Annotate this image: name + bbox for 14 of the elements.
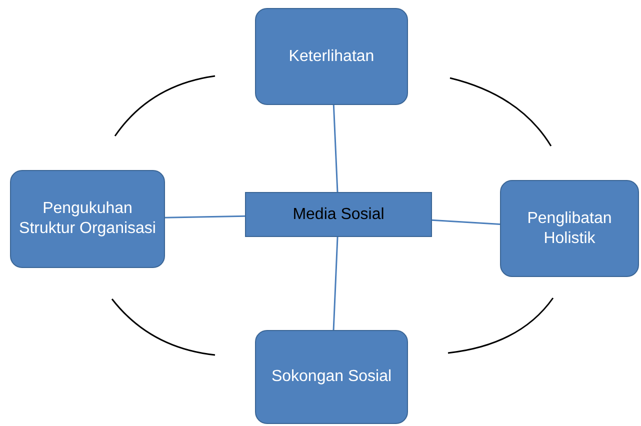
node-label: Pengukuhan Struktur Organisasi [18, 199, 157, 239]
process-box [255, 8, 408, 105]
connector-line [332, 104, 338, 192]
process-box [255, 330, 408, 424]
node-label: Sokongan Sosial [270, 367, 393, 387]
process-box [245, 192, 432, 237]
connector-line [332, 236, 338, 330]
process-box [500, 180, 639, 277]
process-box [10, 170, 165, 268]
connector-line [164, 215, 246, 218]
node-label: Keterlihatan [288, 46, 376, 66]
node-label: Penglibatan Holistik [526, 208, 613, 248]
connector-line [432, 219, 500, 226]
node-label: Media Sosial [292, 206, 386, 224]
